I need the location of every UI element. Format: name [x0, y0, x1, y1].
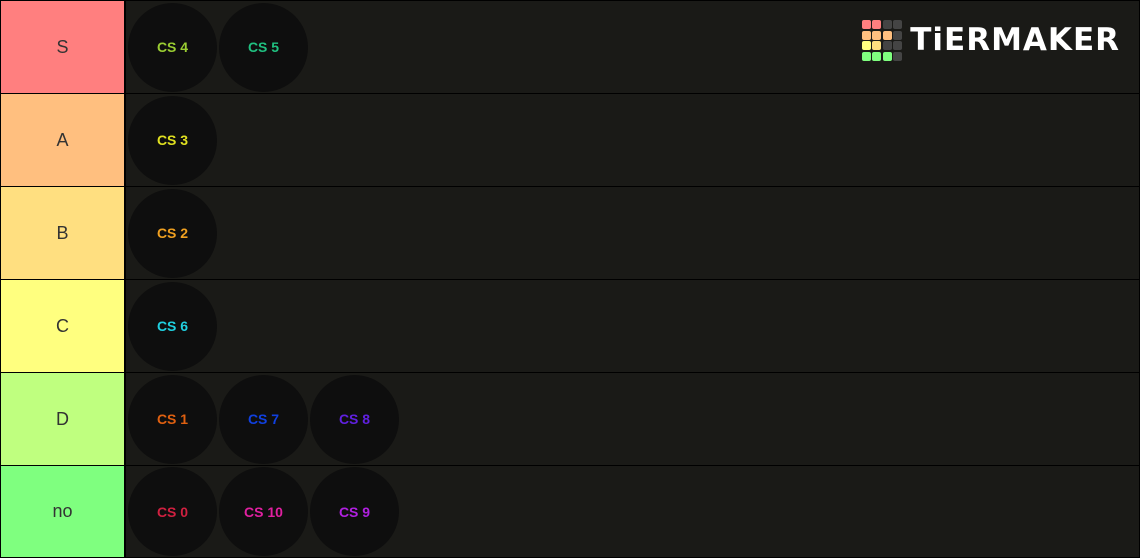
- logo-grid-cell: [893, 51, 903, 61]
- tier-item[interactable]: CS 7: [219, 374, 308, 464]
- tier-item[interactable]: CS 6: [128, 281, 217, 371]
- logo-grid-cell: [872, 30, 882, 40]
- tier-label[interactable]: D: [1, 373, 124, 465]
- logo-grid-cell: [872, 51, 882, 61]
- tier-label[interactable]: C: [1, 280, 124, 372]
- tier-label[interactable]: B: [1, 187, 124, 279]
- tiermaker-grid-icon: [861, 20, 903, 61]
- logo-grid-cell: [882, 30, 892, 40]
- tier-items-dropzone[interactable]: CS 6: [124, 280, 1139, 372]
- logo-grid-cell: [893, 30, 903, 40]
- logo-grid-cell: [872, 41, 882, 50]
- logo-grid-cell: [861, 30, 871, 40]
- tiermaker-logo: TiERMAKER: [861, 20, 1120, 61]
- logo-grid-cell: [893, 20, 903, 29]
- tier-item[interactable]: CS 0: [128, 467, 217, 556]
- tier-label[interactable]: no: [1, 466, 124, 557]
- logo-grid-cell: [882, 20, 892, 29]
- logo-grid-cell: [872, 20, 882, 29]
- tier-item[interactable]: CS 3: [128, 95, 217, 185]
- logo-grid-cell: [882, 51, 892, 61]
- tier-label[interactable]: S: [1, 1, 124, 93]
- tier-item[interactable]: CS 1: [128, 374, 217, 464]
- tier-item[interactable]: CS 5: [219, 2, 308, 92]
- logo-grid-cell: [861, 20, 871, 29]
- tier-item[interactable]: CS 9: [310, 467, 399, 556]
- tier-label[interactable]: A: [1, 94, 124, 186]
- tier-item[interactable]: CS 10: [219, 467, 308, 556]
- tier-items-dropzone[interactable]: CS 3: [124, 94, 1139, 186]
- logo-grid-cell: [861, 51, 871, 61]
- tier-items-dropzone[interactable]: CS 2: [124, 187, 1139, 279]
- logo-text: TiERMAKER: [910, 21, 1120, 58]
- logo-grid-cell: [861, 41, 871, 50]
- logo-grid-cell: [882, 41, 892, 50]
- tier-item[interactable]: CS 4: [128, 2, 217, 92]
- logo-grid-cell: [893, 41, 903, 50]
- tier-item[interactable]: CS 2: [128, 188, 217, 278]
- tier-item[interactable]: CS 8: [310, 374, 399, 464]
